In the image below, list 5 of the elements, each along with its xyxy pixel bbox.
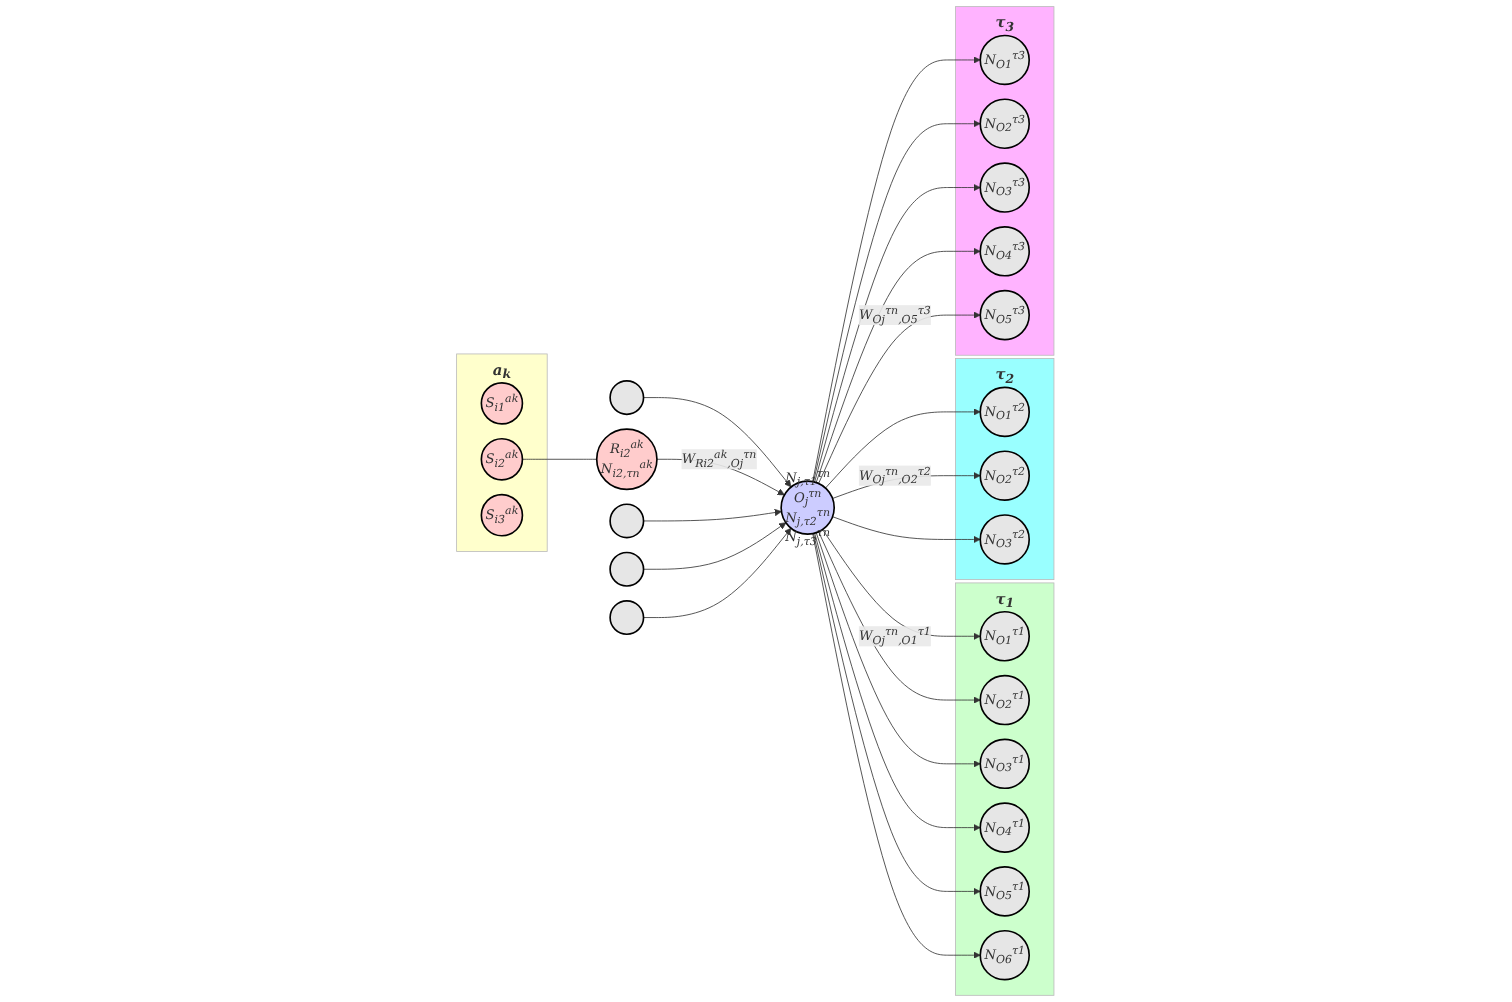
connector [522,458,598,460]
node-circle [610,380,646,416]
node-circle [610,503,646,539]
node-circle [610,600,646,636]
node-circle [610,551,646,587]
